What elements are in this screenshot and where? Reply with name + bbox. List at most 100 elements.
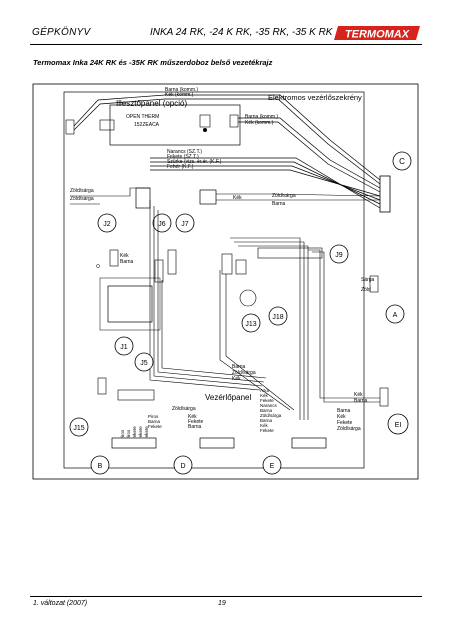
b-wire-right-3: Fekete [148,424,162,429]
svg-text:Azúr: Azúr [260,388,270,393]
control-box-label: Elektromos vezérlőszekrény [268,93,362,102]
j6-plug-top [135,187,151,209]
svg-text:Fekete: Fekete [260,398,274,403]
j7-wire-gy: Zöld/sárga [272,193,296,199]
main-vertical-wires [149,200,309,420]
diagram-subtitle: Termomax Inka 24K RK és -35K RK műszerdo… [33,58,273,67]
j6-plug [154,259,164,283]
j15-plug [97,377,107,395]
model-list: INKA 24 RK, -24 K RK, -35 RK, -35 K RK [150,27,333,38]
connector-a-label: A [393,312,398,319]
connector-ei-label: EI [395,422,402,429]
connector-e-label: E [270,463,275,470]
d-wire-blue: Kék [188,414,197,420]
ei-wire-blue: Kék [337,414,346,420]
interface-panel-label: Illesztőpanel (opció) [116,99,187,108]
connector-d-body [199,437,235,449]
connector-j2-label: J2 [103,221,111,228]
svg-text:Fekete: Fekete [144,426,149,440]
interface-led [203,128,207,132]
connector-c-body [379,175,391,213]
j7-plug-top [199,189,217,205]
svg-text:Fekete: Fekete [138,426,143,440]
page-number: 19 [218,600,226,607]
right-wire-brown-lower: Barna [354,398,368,404]
connector-b-body [111,437,157,449]
j7-wire-brown: Barna [272,201,286,207]
footer-version: 1. változat (2007) [33,600,88,607]
transformer [107,285,153,323]
connector-j1-label: J1 [120,344,128,351]
interface-panel [109,104,241,146]
connector-j1 [114,336,134,356]
page-header: GÉPKÖNYV INKA 24 RK, -24 K RK, -35 RK, -… [30,24,422,45]
footer-rule [30,596,422,597]
top-wire-brown: Barna (komm.) [165,87,198,93]
right-wire-yellow: Sárga [361,277,375,283]
right-wire-blue: Kék (komm.) [245,120,274,126]
connector-e-body [291,437,327,449]
ei-wire-brown: Barna [337,408,351,414]
svg-text:Narancs: Narancs [260,403,278,408]
connector-c-label: C [399,157,405,166]
svg-text:Barna: Barna [260,418,273,423]
connector-j9-label: J9 [335,252,343,259]
connector-j18-label: J18 [272,314,283,321]
connector-j13 [241,313,261,333]
mid-wire-brown: Barna [232,364,246,370]
svg-text:Kék: Kék [260,423,269,428]
wire-black: Fekete (SZ.T.) [167,154,199,160]
connector-j6-label: J6 [158,221,166,228]
vez-wire-labels: Azúr Kék Fekete Narancs Barna Zöld/sárga… [260,388,282,433]
connector-b-label: B [98,463,103,470]
svg-text:Barna: Barna [260,408,273,413]
connector-a [385,304,405,324]
j2-wire-brown: Barna [120,259,134,265]
top-wire-bundle [73,94,381,209]
d-wire-brown: Barna [188,424,202,430]
connector-j6 [152,213,172,233]
d-wire-gy: Zöld/sárga [172,406,196,412]
svg-text:TERMOMAX: TERMOMAX [345,29,410,41]
control-panel-label: Vezérlőpanel [205,393,251,402]
left-gy-1: Zöld/sárga [70,188,94,194]
j2-plug [109,249,119,267]
connector-d-label: D [180,463,185,470]
connector-j7 [175,213,195,233]
j2-wire-blue: Kék [120,253,129,259]
right-wire-brown: Barna (komm.) [245,114,278,120]
b-wire-labels: Piros Piros Fekete Fekete Fekete [120,426,149,440]
right-wire-blue-lower: Kék [354,392,363,398]
wire-orange: Narancs (SZ.T.) [167,149,202,155]
ei-wire-gy: Zöld/sárga [337,426,361,432]
control-box-outline [63,91,365,469]
manual-title: GÉPKÖNYV [32,27,91,38]
j13-plug [221,253,233,275]
a-plug [369,275,379,293]
wire-grey: Szürke (vizs. ér.ér. (K.F.) [167,159,222,165]
transformer-frame [99,277,161,331]
svg-text:Piros: Piros [120,429,125,440]
j7-wire-blue: Kék [233,195,242,201]
connector-j15-label: J15 [73,425,84,432]
diagram-frame [32,83,419,480]
connector-c [392,151,412,171]
connector-j5-label: J5 [140,360,148,367]
j9-terminal [257,247,323,259]
open-therm-label: OPEN THERM [126,114,159,120]
wire-white: Fehér (K.F.) [167,164,194,170]
ei-wire-black: Fekete [337,420,353,426]
connector-j7-label: J7 [181,221,189,228]
d-wire-black: Fekete [188,419,204,425]
interface-plug [99,119,115,131]
svg-text:Fekete: Fekete [132,426,137,440]
connector-j5 [134,352,154,372]
svg-text:Kék: Kék [260,393,269,398]
mid-wire-gy: Zöld/sárga [232,370,256,376]
interface-plug-right [229,114,239,128]
j13-relay [239,289,257,307]
svg-text:Piros: Piros [126,429,131,440]
b-wire-right-2: Barna [148,419,161,424]
interface-relay [199,114,211,128]
